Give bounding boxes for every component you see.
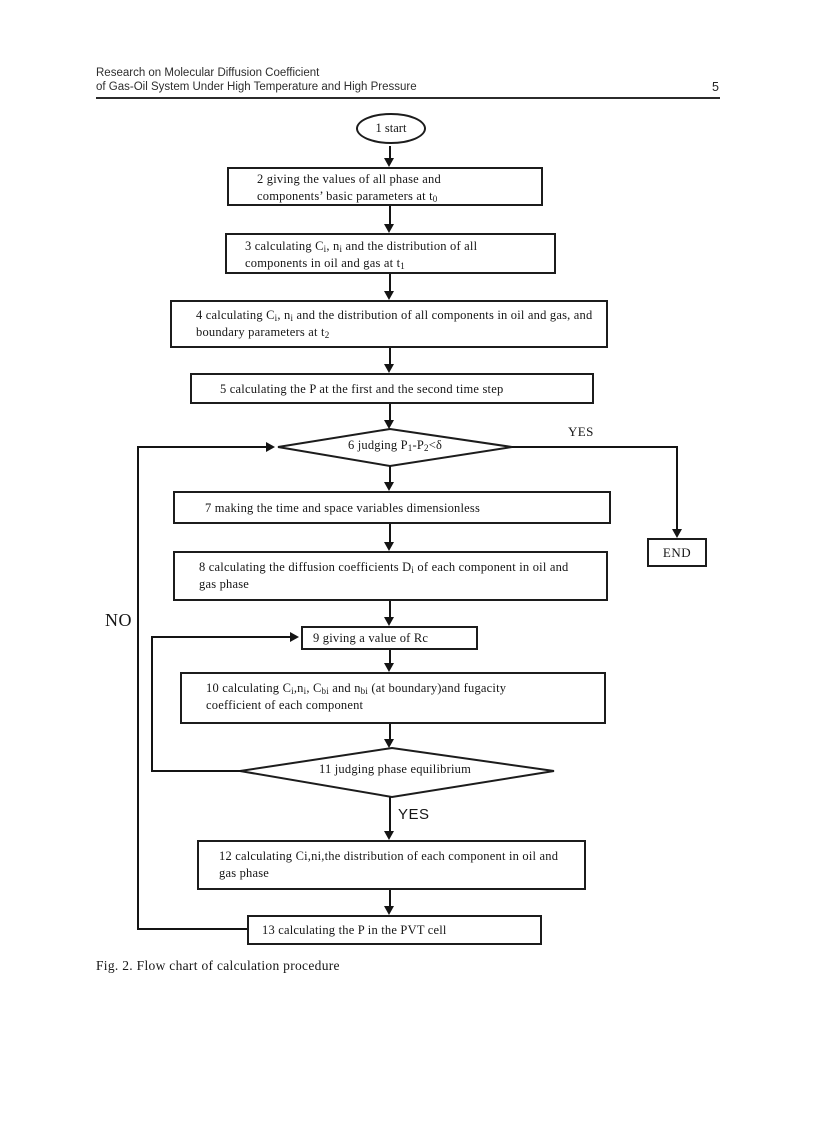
flow-node-3: 3 calculating Ci, ni and the distributio… [225, 233, 556, 274]
flow-node-10-label: 10 calculating Ci,ni, Cbi and nbi (at bo… [206, 681, 507, 712]
branch-label-no: NO [105, 610, 132, 630]
flow-node-start-label: 1 start [375, 121, 407, 135]
connector-7-to-8 [389, 524, 391, 543]
flow-node-6-label: 6 judging P1-P2<δ [347, 438, 443, 453]
connector-3-to-4 [389, 274, 391, 292]
arrowhead-down-icon [384, 739, 394, 748]
arrowhead-down-icon [384, 542, 394, 551]
connector-11-no-vertical [151, 636, 153, 772]
arrowhead-down-icon [384, 663, 394, 672]
flow-node-end-label: END [662, 544, 692, 560]
flow-node-12-label: 12 calculating Ci,ni,the distribution of… [219, 849, 559, 880]
arrowhead-down-icon [384, 906, 394, 915]
connector-12-to-13 [389, 890, 391, 907]
connector-13-loop-top [137, 446, 267, 448]
flow-node-2: 2 giving the values of all phase and com… [227, 167, 543, 206]
arrowhead-down-icon [384, 617, 394, 626]
arrowhead-down-icon [384, 831, 394, 840]
connector-11-no-top [151, 636, 291, 638]
flow-node-8: 8 calculating the diffusion coefficients… [173, 551, 608, 601]
arrowhead-down-icon [384, 224, 394, 233]
connector-6-yes-horizontal [512, 446, 678, 448]
flow-node-4-label: 4 calculating Ci, ni and the distributio… [196, 308, 593, 340]
flow-node-3-label: 3 calculating Ci, ni and the distributio… [245, 239, 478, 271]
connector-13-loop-bottom [137, 928, 247, 930]
arrowhead-down-icon [384, 482, 394, 491]
arrowhead-down-icon [384, 364, 394, 373]
connector-10-to-11 [389, 724, 391, 740]
arrowhead-down-icon [672, 529, 682, 538]
flow-node-2-label: 2 giving the values of all phase and com… [257, 172, 441, 204]
flow-node-12: 12 calculating Ci,ni,the distribution of… [197, 840, 586, 890]
flow-node-5: 5 calculating the P at the first and the… [190, 373, 594, 404]
header-title-line2: of Gas-Oil System Under High Temperature… [96, 81, 417, 93]
connector-9-to-10 [389, 650, 391, 664]
connector-11-to-12-yes [389, 797, 391, 832]
connector-4-to-5 [389, 348, 391, 365]
connector-13-loop-vertical [137, 446, 139, 930]
flow-node-8-label: 8 calculating the diffusion coefficients… [199, 560, 569, 591]
arrowhead-right-icon [290, 632, 299, 642]
branch-label-yes-bottom: YES [398, 806, 430, 823]
arrowhead-down-icon [384, 291, 394, 300]
flow-node-13-label: 13 calculating the P in the PVT cell [262, 923, 447, 937]
connector-8-to-9 [389, 601, 391, 618]
flow-node-7: 7 making the time and space variables di… [173, 491, 611, 524]
flow-node-4: 4 calculating Ci, ni and the distributio… [170, 300, 608, 348]
connector-5-to-6 [389, 404, 391, 421]
figure-caption: Fig. 2. Flow chart of calculation proced… [96, 958, 340, 973]
flow-node-end: END [647, 538, 707, 567]
branch-label-yes-top: YES [568, 424, 594, 439]
flow-node-9: 9 giving a value of Rc [301, 626, 478, 650]
flow-node-9-label: 9 giving a value of Rc [313, 631, 429, 645]
arrowhead-down-icon [384, 158, 394, 167]
connector-6-to-7 [389, 466, 391, 483]
flow-node-7-label: 7 making the time and space variables di… [205, 501, 481, 515]
connector-11-no-bottom [151, 770, 242, 772]
connector-6-yes-vertical [676, 446, 678, 530]
flow-node-5-label: 5 calculating the P at the first and the… [220, 382, 504, 396]
arrowhead-down-icon [384, 420, 394, 429]
arrowhead-right-icon [266, 442, 275, 452]
connector-start-to-2 [389, 146, 391, 159]
flow-node-start: 1 start [356, 113, 426, 144]
flow-node-13: 13 calculating the P in the PVT cell [247, 915, 542, 945]
header-title-line1: Research on Molecular Diffusion Coeffici… [96, 67, 320, 79]
running-header: Research on Molecular Diffusion Coeffici… [96, 66, 720, 99]
flow-node-11-label: 11 judging phase equilibrium [319, 762, 471, 776]
connector-2-to-3 [389, 206, 391, 225]
flow-node-10: 10 calculating Ci,ni, Cbi and nbi (at bo… [180, 672, 606, 724]
page-number: 5 [712, 80, 719, 94]
